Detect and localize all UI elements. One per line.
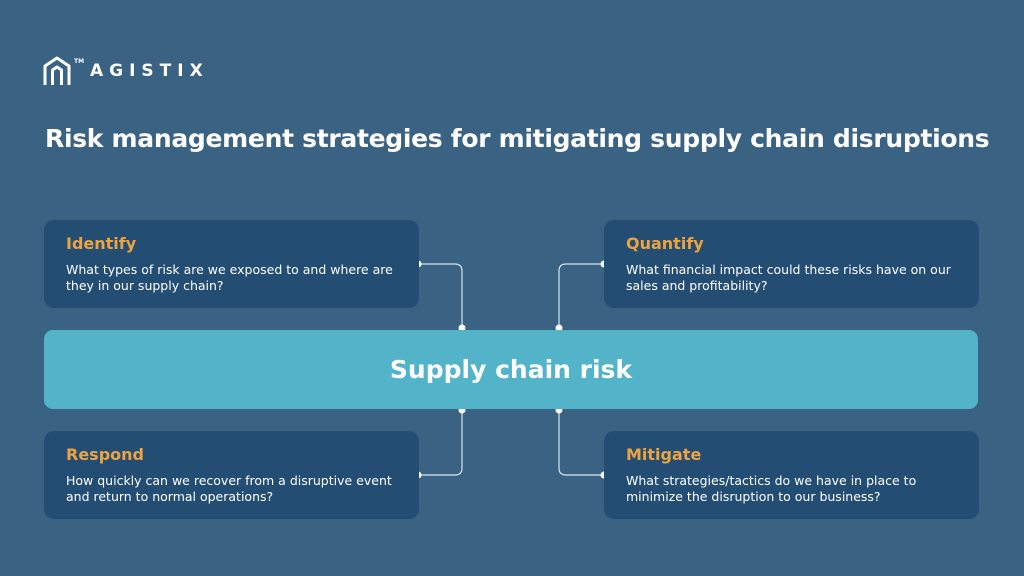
connector-identify (418, 263, 463, 329)
center-label: Supply chain risk (389, 355, 633, 384)
connector-mitigate (558, 410, 604, 476)
card-mitigate: Mitigate What strategies/tactics do we h… (604, 431, 979, 519)
connector-respond (418, 410, 463, 476)
trademark-mark: TM (74, 58, 85, 65)
card-text: What financial impact could these risks … (626, 262, 951, 293)
page-title: Risk management strategies for mitigatin… (45, 124, 990, 153)
card-quantify: Quantify What financial impact could the… (604, 220, 979, 308)
card-respond: Respond How quickly can we recover from … (44, 431, 419, 519)
card-text: How quickly can we recover from a disrup… (66, 473, 392, 504)
card-text: What strategies/tactics do we have in pl… (626, 473, 917, 504)
card-heading: Quantify (626, 234, 704, 253)
brand-name: AGISTIX (90, 61, 209, 81)
card-heading: Respond (66, 445, 144, 464)
brand-logo: TM AGISTIX (42, 55, 209, 87)
connector-quantify (558, 263, 604, 329)
card-heading: Mitigate (626, 445, 702, 464)
card-heading: Identify (66, 234, 137, 253)
agistix-logo-icon (43, 56, 71, 85)
card-text: What types of risk are we exposed to and… (66, 262, 393, 293)
card-identify: Identify What types of risk are we expos… (44, 220, 419, 308)
center-bar: Supply chain risk (44, 330, 978, 409)
